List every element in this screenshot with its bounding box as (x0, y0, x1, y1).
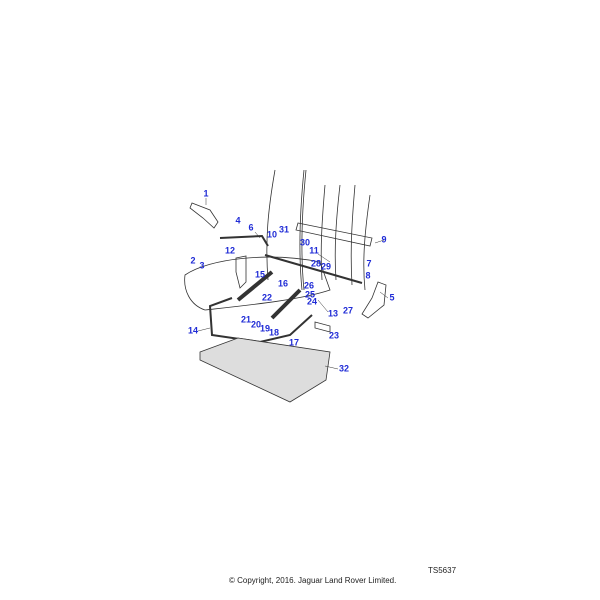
callout-21[interactable]: 21 (240, 314, 252, 325)
callout-15[interactable]: 15 (254, 269, 266, 280)
callout-32[interactable]: 32 (338, 363, 350, 374)
callout-2[interactable]: 2 (190, 255, 196, 266)
callout-25[interactable]: 25 (304, 289, 316, 300)
callout-1[interactable]: 1 (203, 188, 209, 199)
callout-17[interactable]: 17 (288, 337, 300, 348)
callout-23[interactable]: 23 (328, 330, 340, 341)
callout-24[interactable]: 24 (306, 296, 318, 307)
callout-13[interactable]: 13 (327, 308, 339, 319)
callout-29[interactable]: 29 (320, 261, 332, 272)
callout-22[interactable]: 22 (261, 292, 273, 303)
callout-19[interactable]: 19 (259, 323, 271, 334)
callout-26[interactable]: 26 (303, 280, 315, 291)
callout-12[interactable]: 12 (224, 245, 236, 256)
callout-3[interactable]: 3 (199, 260, 205, 271)
callout-8[interactable]: 8 (365, 270, 371, 281)
callout-10[interactable]: 10 (266, 229, 278, 240)
callout-14[interactable]: 14 (187, 325, 199, 336)
callout-28[interactable]: 28 (310, 258, 322, 269)
illustration-reference: TS5637 (428, 566, 457, 575)
callout-5[interactable]: 5 (389, 292, 395, 303)
callout-11[interactable]: 11 (309, 245, 319, 256)
callout-16[interactable]: 16 (277, 278, 289, 289)
callout-20[interactable]: 20 (250, 319, 262, 330)
callout-18[interactable]: 18 (268, 327, 280, 338)
callout-4[interactable]: 4 (235, 215, 241, 226)
callout-9[interactable]: 9 (381, 234, 387, 245)
callout-6[interactable]: 6 (248, 222, 254, 233)
callout-27[interactable]: 27 (342, 305, 354, 316)
copyright-notice: © Copyright, 2016. Jaguar Land Rover Lim… (229, 576, 397, 585)
callout-7[interactable]: 7 (366, 258, 372, 269)
callout-30[interactable]: 30 (299, 237, 311, 248)
callout-31[interactable]: 31 (278, 224, 290, 235)
